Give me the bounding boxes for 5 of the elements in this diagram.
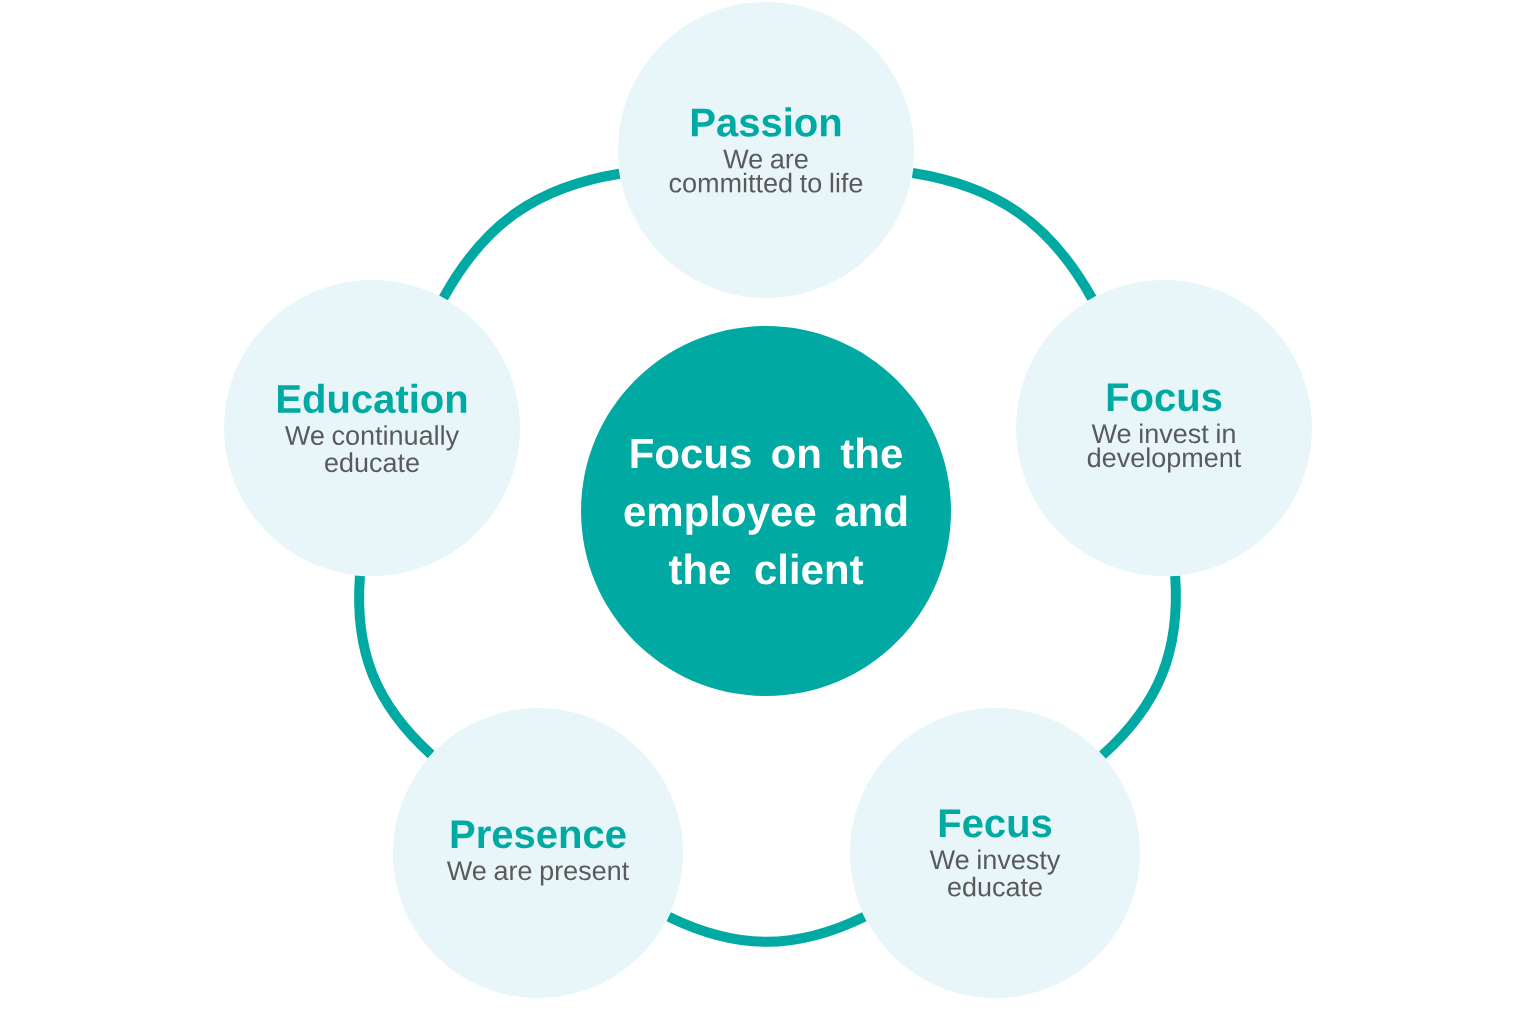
ring-arc bbox=[1099, 575, 1181, 759]
ring-arc bbox=[354, 575, 435, 759]
ring-arc bbox=[911, 168, 1097, 301]
ring-arc bbox=[666, 912, 867, 947]
ring-arc bbox=[439, 168, 621, 301]
